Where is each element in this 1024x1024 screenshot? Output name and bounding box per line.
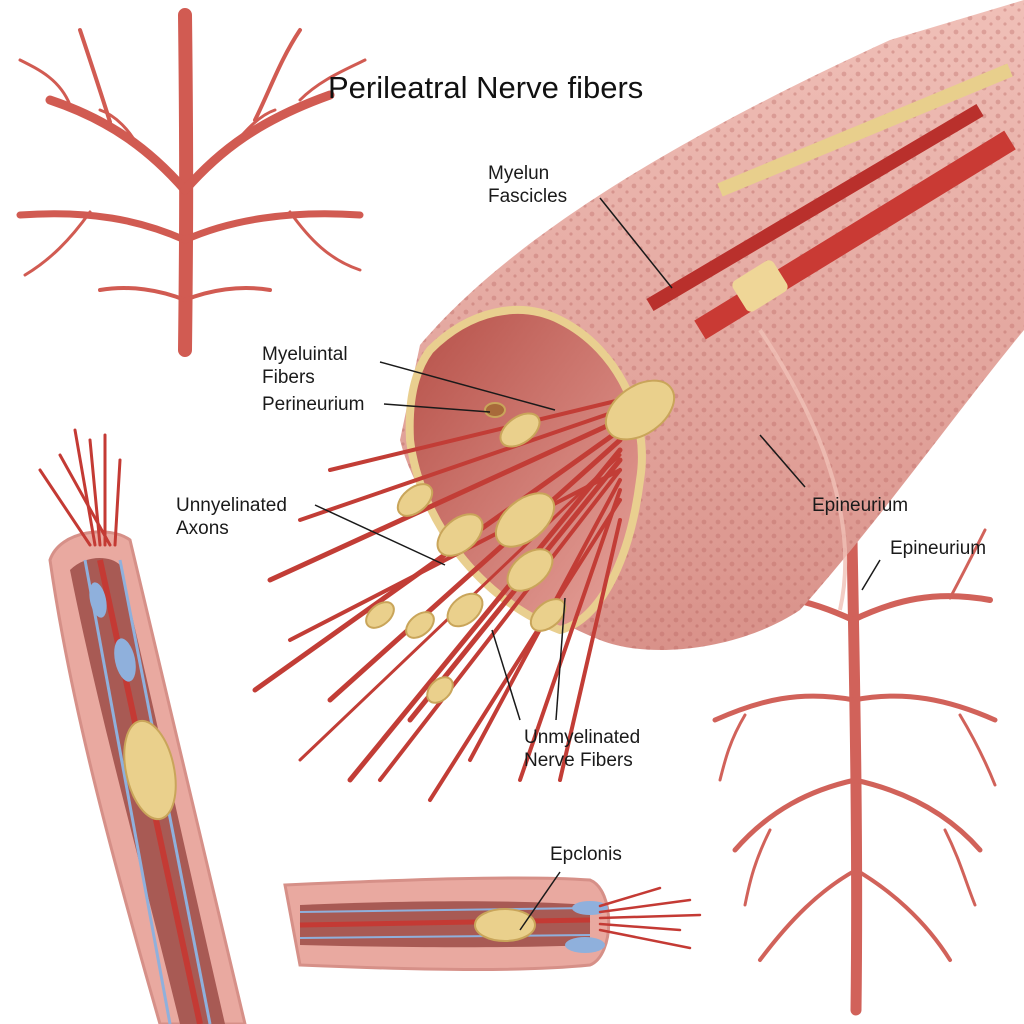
nerve-tube-left [38,428,247,1024]
leader-lines [314,197,881,931]
label-epineurium-right: Epineurium [890,538,987,559]
label-myeluintal-line1: Myeluintal [262,344,348,365]
label-myeluintal-line2: Fibers [262,367,315,388]
label-epineurium-mid: Epineurium [812,495,909,516]
page-title: Perileatral Nerve fibers [328,70,644,105]
label-myeluintal: Myeluintal Fibers [262,343,348,389]
myelin-segments [365,379,676,704]
branching-vessel-top-left [16,8,367,357]
label-unmyelinated-fibers: Unmyelinated Nerve Fibers [524,726,640,772]
label-unmyelinated-fibers-line1: Unmyelinated [524,727,641,748]
label-unmyelinated-fibers-line2: Nerve Fibers [524,750,633,771]
nerve-cylinder [400,0,1024,650]
label-unyelinated-axons-line1: Unnyelinated [176,495,287,516]
label-myelun-line2: Fascicles [488,186,568,207]
label-unyelinated-axons: Unnyelinated Axons [176,494,287,540]
label-perineurium: Perineurium [262,394,365,415]
label-epclonis: Epclonis [550,844,622,865]
label-myelun: Myelun Fascicles [488,162,567,208]
label-unyelinated-axons-line2: Axons [176,518,229,539]
nerve-tube-bottom [283,876,702,972]
label-myelun-line1: Myelun [488,163,550,184]
